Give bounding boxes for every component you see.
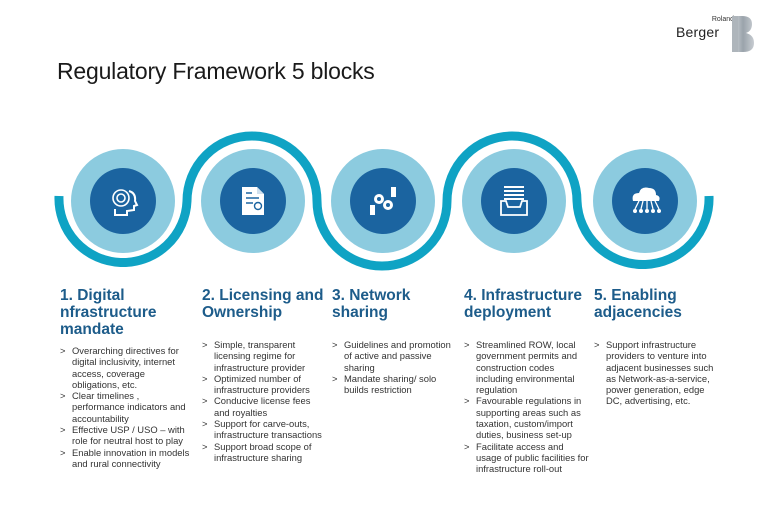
block-5-column: 5. Enabling adjacenciesSupport infrastru… [594,287,720,407]
certificate-document-icon [242,187,264,215]
block-3-column: 3. Network sharingGuidelines and promoti… [332,287,458,395]
bullet-item: Support broad scope of infrastructure sh… [202,441,328,464]
document-tray-icon [500,186,528,216]
bullet-item: Guidelines and promotion of active and p… [332,339,458,373]
wave-line [54,131,714,271]
brain-gear-head-icon [112,189,139,216]
block-3-circle [331,149,435,253]
cloud-network-icon [632,187,661,213]
bullet-item: Favourable regulations in supporting are… [464,395,590,440]
bullet-list: Guidelines and promotion of active and p… [332,339,458,395]
block-4-circle [462,149,566,253]
bullet-item: Simple, transparent licensing regime for… [202,339,328,373]
logo-small-text: Roland [711,16,734,23]
block-1-circle [71,149,175,253]
bullet-item: Enable innovation in models and rural co… [60,447,190,470]
page-title: Regulatory Framework 5 blocks [57,58,375,84]
bullet-list: Support infrastructure providers to vent… [594,339,720,407]
block-heading: 3. Network sharing [332,287,411,321]
block-heading: 2. Licensing and Ownership [202,287,324,321]
bullet-item: Effective USP / USO – with role for neut… [60,424,190,447]
bullet-item: Streamlined ROW, local government permit… [464,339,590,395]
block-2-column: 2. Licensing and OwnershipSimple, transp… [202,287,328,463]
bullet-item: Facilitate access and usage of public fa… [464,441,590,475]
logo-big-text: Berger [676,24,720,40]
hands-gears-icon [370,187,396,215]
block-heading: 5. Enabling adjacencies [594,287,682,321]
bullet-list: Simple, transparent licensing regime for… [202,339,328,463]
bullet-item: Clear timelines , performance indicators… [60,390,190,424]
bullet-item: Support for carve-outs, infrastructure t… [202,418,328,441]
roland-berger-logo: Roland Berger [676,14,758,54]
bullet-item: Mandate sharing/ solo builds restriction [332,373,458,396]
block-4-column: 4. Infrastructure deploymentStreamlined … [464,287,590,475]
block-heading: 1. Digital nfrastructure mandate [60,287,157,338]
block-2-circle [201,149,305,253]
block-5-circle [593,149,697,253]
bullet-list: Streamlined ROW, local government permit… [464,339,590,475]
logo-b-mark-icon [732,16,754,52]
block-heading: 4. Infrastructure deployment [464,287,583,321]
bullet-item: Optimized number of infrastructure provi… [202,373,328,396]
wave-diagram [54,131,714,271]
block-1-column: 1. Digital nfrastructure mandateOverarch… [60,287,190,469]
bullet-list: Overarching directives for digital inclu… [60,345,190,469]
bullet-item: Support infrastructure providers to vent… [594,339,720,407]
bullet-item: Conducive license fees and royalties [202,395,328,418]
inner-circle [481,168,547,234]
bullet-item: Overarching directives for digital inclu… [60,345,190,390]
